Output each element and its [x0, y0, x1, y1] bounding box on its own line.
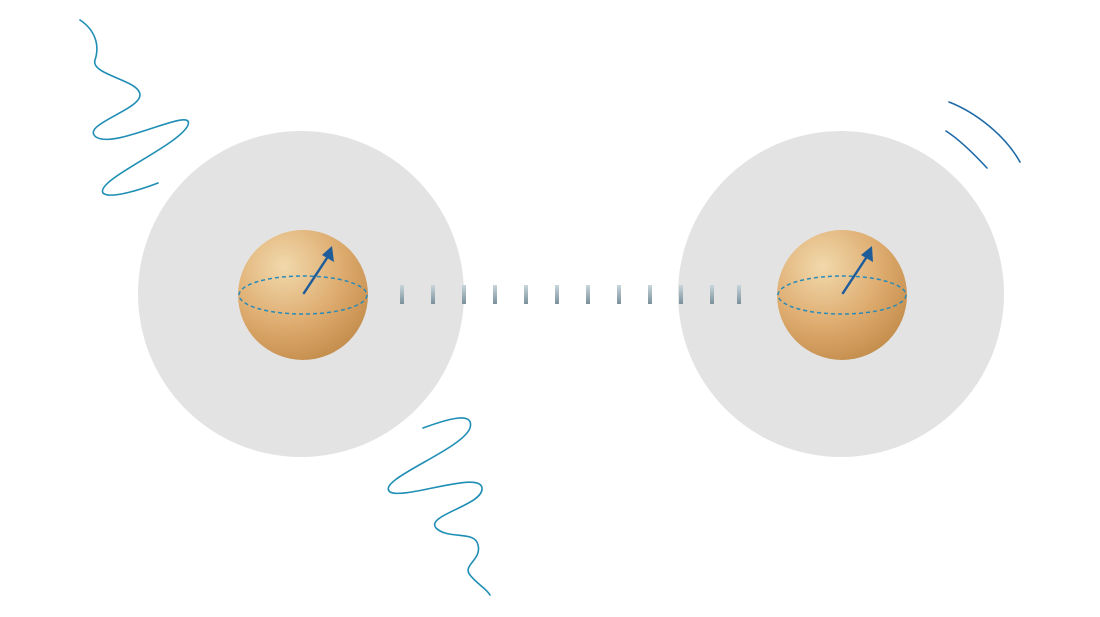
right-equator	[777, 275, 907, 315]
link-dash	[710, 285, 714, 304]
incoming-photon-wave	[79, 19, 189, 196]
link-dash	[679, 285, 683, 304]
link-dash	[493, 285, 497, 304]
link-dash	[431, 285, 435, 304]
left-equator	[238, 275, 368, 315]
link-dash	[617, 285, 621, 304]
link-dash	[462, 285, 466, 304]
link-dash	[737, 285, 741, 304]
right-spin-arrow-icon	[841, 246, 873, 295]
link-dash	[524, 285, 528, 304]
right-signal-arcs	[945, 101, 1021, 169]
entanglement-link	[400, 285, 741, 304]
outgoing-photon-wave	[387, 417, 491, 596]
left-spin-arrow-icon	[302, 246, 334, 295]
left-qubit	[138, 131, 464, 457]
right-sphere	[777, 230, 907, 360]
link-dash	[648, 285, 652, 304]
link-dash	[586, 285, 590, 304]
link-dash	[555, 285, 559, 304]
left-sphere	[238, 230, 368, 360]
link-dash	[400, 285, 404, 304]
right-qubit	[678, 131, 1004, 457]
